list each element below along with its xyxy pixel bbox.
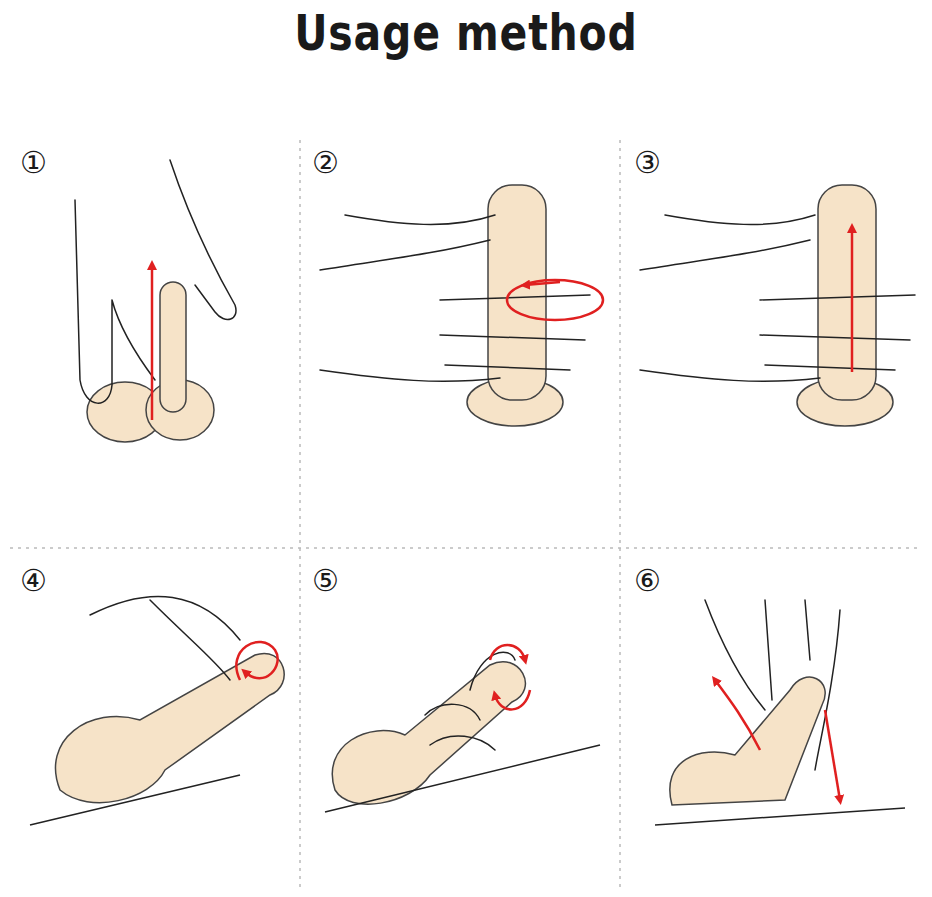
step-number: ① <box>20 148 47 178</box>
hand-outlines <box>75 160 915 770</box>
ground-lines <box>30 745 905 825</box>
step-number: ③ <box>634 148 661 178</box>
diagram-title: Usage method <box>84 4 848 62</box>
step-number: ⑥ <box>634 566 661 596</box>
panel-dividers <box>10 140 922 890</box>
objects <box>55 185 893 805</box>
step-number: ② <box>312 148 339 178</box>
motion-arrows <box>152 228 852 800</box>
step-number: ④ <box>20 566 47 596</box>
step-number: ⑤ <box>312 566 339 596</box>
